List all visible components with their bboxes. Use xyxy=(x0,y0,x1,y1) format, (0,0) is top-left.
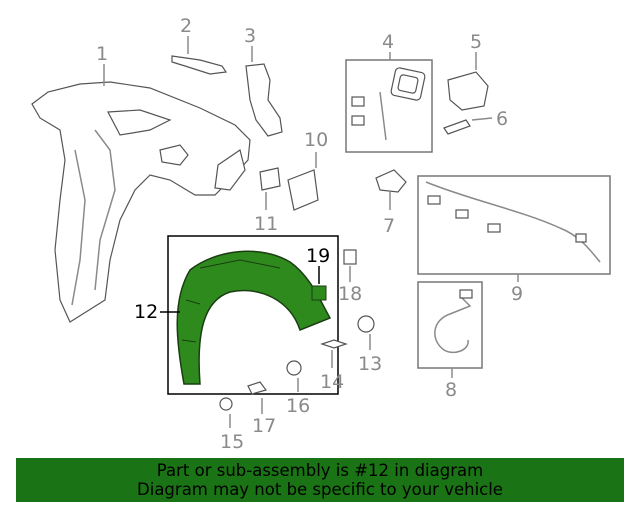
callout-17: 17 xyxy=(252,415,276,437)
bracket-part-3 xyxy=(245,63,283,137)
clip-part-18 xyxy=(343,249,357,265)
callout-10: 10 xyxy=(304,129,328,151)
bracket-part-2 xyxy=(171,55,228,75)
banner-line-1: Part or sub-assembly is #12 in diagram xyxy=(156,461,484,480)
banner-line-2: Diagram may not be specific to your vehi… xyxy=(137,480,503,499)
callout-1: 1 xyxy=(96,43,108,65)
callout-3: 3 xyxy=(244,25,256,47)
disclaimer-banner: Part or sub-assembly is #12 in diagram D… xyxy=(16,458,624,502)
callout-7: 7 xyxy=(383,215,395,237)
callout-18: 18 xyxy=(338,283,362,305)
harness-part-8 xyxy=(434,289,473,354)
callout-13: 13 xyxy=(358,353,382,375)
callout-19: 19 xyxy=(306,245,330,267)
screw-part-14 xyxy=(320,339,348,349)
quarter-panel-part xyxy=(31,81,251,323)
callout-14: 14 xyxy=(320,371,344,393)
callout-6: 6 xyxy=(496,108,508,130)
cover-part-10 xyxy=(287,169,319,211)
callout-12: 12 xyxy=(134,301,158,323)
callout-16: 16 xyxy=(286,395,310,417)
fuel-door-housing-part xyxy=(351,67,426,141)
callout-8: 8 xyxy=(445,379,457,401)
callout-2: 2 xyxy=(180,15,192,37)
clip-part-15 xyxy=(219,397,233,411)
parts-diagram: 1 2 3 4 5 6 7 9 10 11 xyxy=(31,15,611,453)
clip-part-19 xyxy=(311,285,327,301)
part-4-box xyxy=(345,59,433,153)
clip-part-7 xyxy=(375,169,407,193)
callout-15: 15 xyxy=(220,431,244,453)
callout-5: 5 xyxy=(470,31,482,53)
clip-part-6 xyxy=(443,119,471,135)
callout-11: 11 xyxy=(254,213,278,235)
part-8-box xyxy=(417,281,483,369)
part-9-box xyxy=(417,175,611,275)
callout-9: 9 xyxy=(511,283,523,305)
inner-fender-liner-part-12 xyxy=(176,250,332,385)
actuator-part-5 xyxy=(447,71,489,111)
callout-4: 4 xyxy=(382,31,394,53)
bracket-part-11 xyxy=(259,167,281,191)
nut-part-16 xyxy=(286,360,302,376)
grommet-part-13 xyxy=(357,315,375,333)
cable-part-9 xyxy=(425,181,601,263)
screw-part-17 xyxy=(247,381,268,395)
